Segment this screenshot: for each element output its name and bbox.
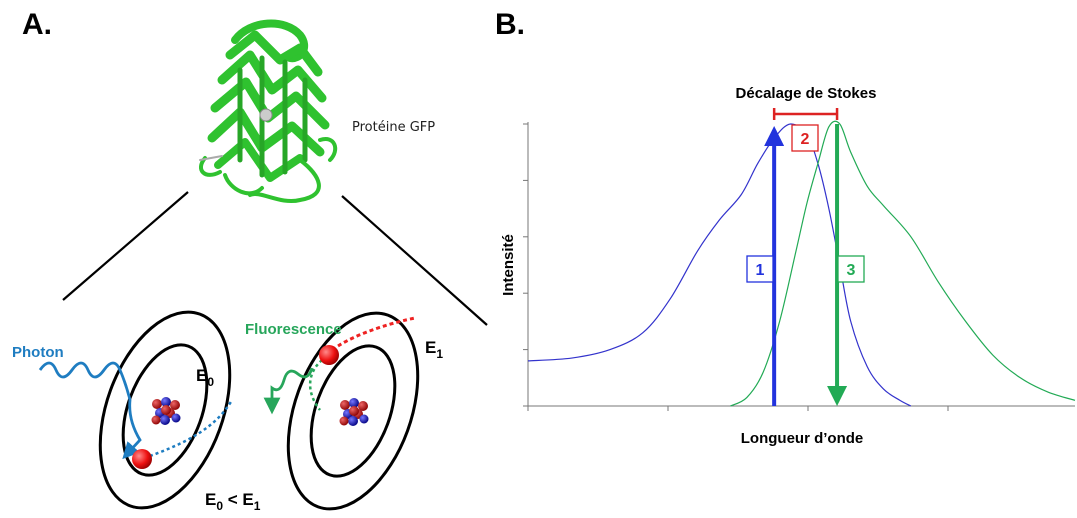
box-2: 2 [791,124,819,152]
protein-label: Protéine GFP [352,120,435,135]
fluorescence-wave-icon [263,367,314,415]
box-3-frame [837,255,865,283]
gfp-protein-icon [199,19,338,204]
electron-icon [132,449,152,469]
excited-path [337,316,416,348]
energy-relation: E0 < E1 [205,490,261,513]
zoom-line-left [62,191,189,301]
emission-curve [730,120,1076,407]
excited-electron-icon [319,345,339,365]
electron-path [149,399,234,458]
panel-a: A. Protéine GFP [12,8,488,513]
stokes-title: Décalage de Stokes [736,85,877,102]
y-ticks [523,123,528,407]
panel-a-letter: A. [22,8,52,41]
nucleus-icon [339,398,369,426]
box-2-label: 2 [801,131,810,148]
series-layer [527,120,1076,407]
photon-wave-icon [38,361,142,460]
spectrum-chart: 1 2 3 Décalage de Stokes Longueur d’onde I… [500,85,1076,447]
atom-excited-state [263,311,420,511]
nucleus-icon [151,397,181,425]
photon-label: Photon [12,344,64,361]
atom-ground-state [38,310,234,510]
panel-b: B. 1 2 3 Décalage de Stokes Longueur d’ond… [495,8,1076,447]
fluorescence-label: Fluorescence [245,321,342,338]
y-axis-label: Intensité [500,234,517,296]
box-3-label: 3 [847,262,856,279]
panel-b-letter: B. [495,8,525,41]
e0-label: E0 [196,366,214,389]
box-1-label: 1 [756,262,765,279]
zoom-line-right [341,195,488,326]
x-axis-label: Longueur d’onde [741,430,863,447]
annotation-layer: 1 2 3 [746,108,865,406]
box-1: 1 [746,255,774,283]
box-3: 3 [837,255,865,283]
e1-label: E1 [425,338,443,361]
box-2-frame [791,124,819,152]
box-1-frame [746,255,774,283]
x-ticks [527,406,949,411]
